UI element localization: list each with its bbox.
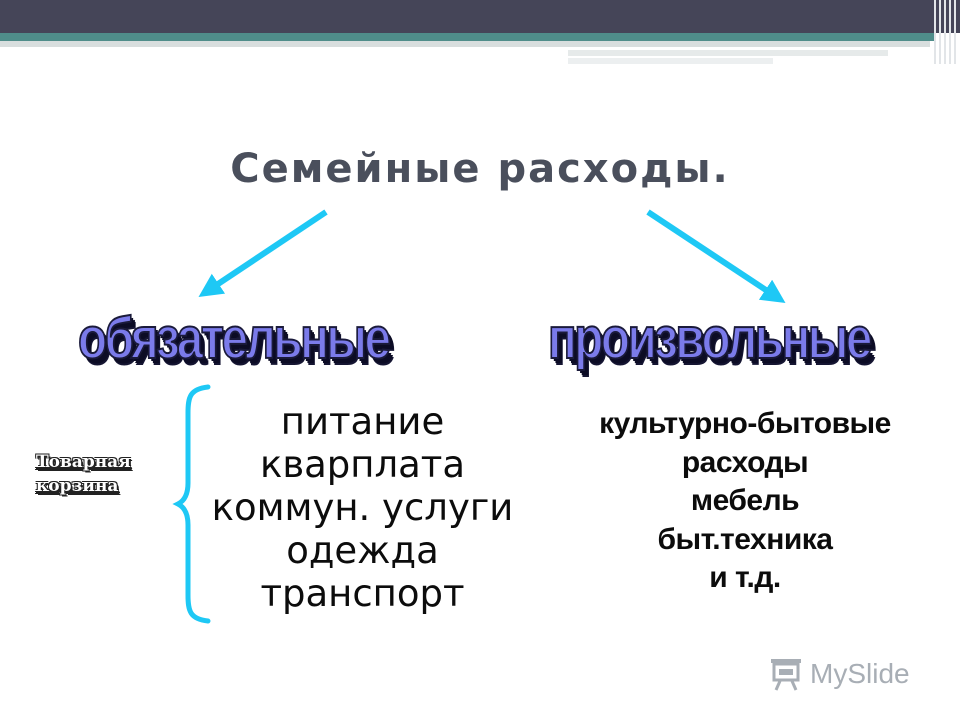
optional-list: культурно-бытовые расходы мебель быт.тех…: [560, 405, 930, 598]
basket-label-line-1: Товарная: [36, 452, 131, 472]
list-item: кварплата: [259, 443, 466, 486]
branch-mandatory: обязательные: [77, 305, 392, 372]
header-teal-stripe: [0, 33, 935, 41]
header-vertical-lines: [930, 0, 960, 64]
header-dark-bar: [0, 0, 960, 33]
header-pale-stripe-3: [568, 58, 773, 64]
slide-title: Семейные расходы.: [230, 146, 730, 192]
list-item: культурно-бытовые: [599, 407, 891, 440]
header-pale-stripe: [0, 41, 930, 47]
arrow-right: [646, 209, 786, 303]
arrow-left: [198, 209, 328, 297]
list-item: коммун. услуги: [211, 486, 514, 529]
watermark-text: MySlide: [810, 658, 910, 689]
list-item: транспорт: [260, 572, 465, 615]
list-item: и т.д.: [709, 561, 781, 594]
list-item: одежда: [286, 529, 439, 572]
list-item: быт.техника: [657, 522, 833, 556]
list-item: мебель: [690, 484, 800, 517]
header-pale-stripe-2: [568, 50, 888, 56]
basket-label: Товарная корзина: [36, 450, 131, 498]
mandatory-list: питание кварплата коммун. услуги одежда …: [190, 400, 535, 615]
presentation-icon: [771, 659, 801, 691]
header-white-line: [455, 47, 890, 50]
branch-optional: произвольные: [547, 305, 873, 372]
list-item: расходы: [681, 445, 809, 479]
watermark-logo: MySlide: [768, 654, 928, 694]
list-item: питание: [280, 400, 445, 443]
basket-label-line-2: корзина: [36, 476, 119, 496]
curly-brace: [172, 384, 211, 624]
